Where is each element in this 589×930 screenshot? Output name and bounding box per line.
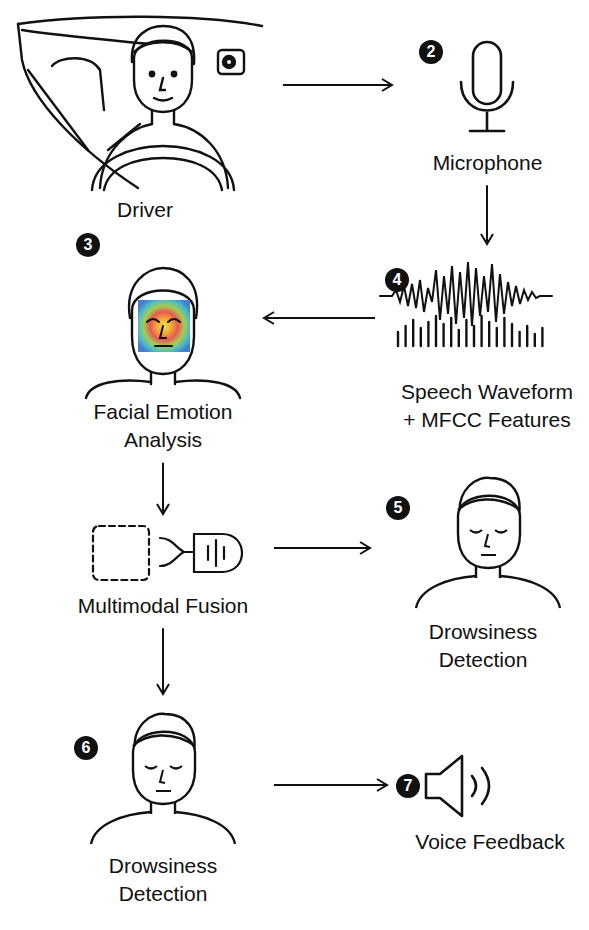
node-caption: Speech Waveform + MFCC Features <box>396 378 578 435</box>
mfcc-bar <box>480 316 482 346</box>
node-caption: Drowsiness Detection <box>83 852 243 909</box>
icon-node: Voice Feedback <box>395 756 585 856</box>
node-caption: Multimodal Fusion <box>63 592 263 620</box>
node-caption: Voice Feedback <box>398 828 583 856</box>
flow-arrow <box>486 185 488 244</box>
node-caption: Drowsiness Detection <box>403 618 563 675</box>
mfcc-bar <box>397 332 399 346</box>
mfcc-bars <box>398 316 542 346</box>
flow-arrow <box>162 463 164 514</box>
mfcc-bar <box>496 328 498 346</box>
callout-number: 3 <box>76 233 100 257</box>
mfcc-bar <box>435 316 437 346</box>
flow-arrow <box>264 317 375 319</box>
icon-node: Drowsiness Detection <box>60 702 266 909</box>
icon-node: Speech Waveform + MFCC Features <box>383 252 589 435</box>
drowsy-head <box>416 478 560 608</box>
icon-node: Drowsiness Detection <box>378 466 588 675</box>
mfcc-bar <box>412 320 414 346</box>
mfcc-bar <box>518 332 520 346</box>
speech-waveform <box>380 262 552 346</box>
mfcc-bar <box>503 318 505 346</box>
microphone-icon <box>461 42 513 131</box>
flow-arrow <box>283 84 392 86</box>
mfcc-bar <box>450 318 452 346</box>
mfcc-bar <box>511 324 513 346</box>
flow-arrow <box>274 784 387 786</box>
drowsy-head <box>91 714 235 844</box>
icon-node: Multimodal Fusion <box>60 522 266 620</box>
driver-car-illustration <box>18 17 262 190</box>
mfcc-bar <box>420 328 422 346</box>
callout-number: 7 <box>396 774 420 798</box>
mfcc-bar <box>442 324 444 346</box>
callout-number: 4 <box>385 268 409 292</box>
node-caption: Microphone <box>403 149 573 177</box>
speaker-icon <box>426 756 489 816</box>
mfcc-bar <box>534 334 536 346</box>
mfcc-bar <box>404 326 406 346</box>
icon-node: Facial Emotion Analysis <box>70 276 256 455</box>
icon-node: Microphone <box>400 15 575 177</box>
icon-node: Driver <box>15 10 275 224</box>
mfcc-bar <box>473 326 475 346</box>
node-caption: Facial Emotion Analysis <box>78 398 248 455</box>
mfcc-bar <box>488 322 490 346</box>
callout-number: 5 <box>386 496 410 520</box>
flow-arrow <box>162 628 164 694</box>
mfcc-bar <box>427 322 429 346</box>
flow-arrow <box>274 547 370 549</box>
mfcc-bar <box>526 326 528 346</box>
node-caption: Driver <box>25 196 265 224</box>
facial-analysis-head <box>86 268 240 398</box>
callout-number: 2 <box>419 40 443 64</box>
mfcc-bar <box>458 330 460 346</box>
mfcc-bar <box>465 320 467 346</box>
mfcc-bar <box>541 328 543 346</box>
callout-number: 6 <box>74 736 98 760</box>
fusion-icon <box>93 526 242 580</box>
